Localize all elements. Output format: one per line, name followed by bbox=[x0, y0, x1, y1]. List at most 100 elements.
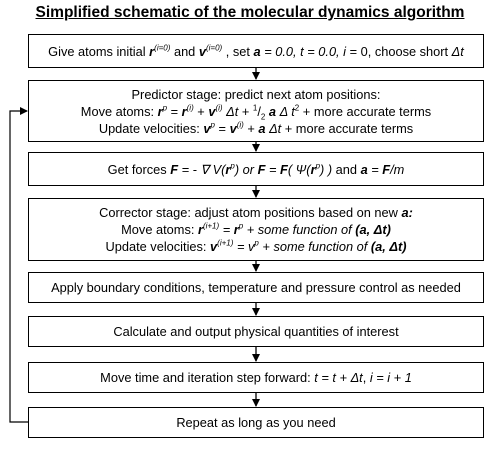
text-segment: = bbox=[265, 161, 281, 177]
text-segment: = bbox=[317, 370, 333, 385]
text-segment: (i+1) bbox=[202, 221, 220, 231]
text-segment: r bbox=[181, 103, 187, 119]
text-segment: /m bbox=[390, 161, 405, 177]
text-segment: , bbox=[362, 370, 370, 385]
text-segment: a: bbox=[401, 205, 413, 220]
text-segment: r bbox=[157, 103, 163, 119]
text-segment: (i) bbox=[236, 120, 244, 130]
text-segment: r bbox=[233, 222, 239, 237]
text-segment: p bbox=[315, 161, 321, 171]
text-segment: 2 bbox=[260, 112, 266, 122]
text-segment: , set bbox=[222, 43, 254, 59]
text-segment: a bbox=[253, 43, 261, 59]
text-segment: + Δt bbox=[335, 370, 363, 385]
text-segment: p bbox=[238, 221, 244, 231]
text-segment: F bbox=[382, 161, 391, 177]
text-segment: Give atoms initial bbox=[48, 43, 150, 59]
text-segment: v bbox=[203, 120, 211, 136]
text-segment: ) ) bbox=[320, 161, 333, 177]
step-line: Move atoms: rp = r(i) + v(i) Δt + 1/2 a … bbox=[80, 103, 432, 122]
text-segment: Update velocities: bbox=[105, 239, 211, 254]
text-segment: = bbox=[167, 103, 182, 119]
text-segment: = - ∇ V( bbox=[178, 161, 226, 177]
text-segment: r bbox=[225, 161, 231, 177]
step-line: Predictor stage: predict next atom posit… bbox=[132, 86, 381, 103]
text-segment: + 1 bbox=[390, 370, 412, 385]
text-segment: i bbox=[343, 43, 347, 59]
text-segment: (a, Δt) bbox=[355, 222, 391, 237]
text-segment: + more accurate terms bbox=[281, 120, 414, 136]
text-segment: v bbox=[198, 43, 206, 59]
text-segment: = bbox=[367, 161, 383, 177]
text-segment: v bbox=[248, 239, 255, 254]
text-segment: Move time and iteration step forward: bbox=[100, 370, 315, 385]
text-segment: i bbox=[387, 370, 391, 385]
text-segment: and bbox=[170, 43, 199, 59]
text-segment: t bbox=[300, 43, 304, 59]
step-line: Give atoms initial r(i=0) and v(i=0) , s… bbox=[48, 43, 464, 60]
step-line: Move atoms: r(i+1) = rp + some function … bbox=[121, 221, 391, 238]
text-segment: F bbox=[170, 161, 179, 177]
text-segment: r bbox=[149, 43, 155, 59]
text-segment: Get forces bbox=[107, 161, 171, 177]
text-segment: and bbox=[332, 161, 361, 177]
step-line: Update velocities: v(i+1) = vp + some fu… bbox=[105, 238, 406, 255]
text-segment: p bbox=[230, 161, 235, 171]
text-segment: r bbox=[197, 222, 203, 237]
text-segment: Corrector stage: adjust atom positions b… bbox=[99, 205, 402, 220]
text-segment: p bbox=[254, 238, 259, 248]
text-segment: Move atoms: bbox=[121, 222, 198, 237]
step-boundary-conditions: Apply boundary conditions, temperature a… bbox=[28, 272, 484, 303]
text-segment: 1 bbox=[252, 103, 258, 113]
text-segment: Δt bbox=[265, 120, 282, 136]
text-segment: Repeat as long as you need bbox=[176, 415, 336, 430]
text-segment: (i=0) bbox=[205, 43, 223, 53]
step-calculate-output: Calculate and output physical quantities… bbox=[28, 316, 484, 347]
text-segment: r bbox=[310, 161, 316, 177]
text-segment: p bbox=[162, 103, 168, 113]
step-line: Move time and iteration step forward: t … bbox=[100, 369, 412, 386]
text-segment: + bbox=[238, 103, 253, 119]
text-segment: a bbox=[258, 120, 266, 136]
text-segment: p bbox=[210, 120, 215, 130]
text-segment: = 0.0, bbox=[303, 43, 344, 59]
text-segment: F bbox=[257, 161, 266, 177]
text-segment: Δ t bbox=[276, 103, 295, 119]
step-line: Get forces F = - ∇ V(rp) or F = F( Ψ(rp)… bbox=[108, 161, 405, 178]
text-segment: v bbox=[210, 239, 218, 254]
text-segment: (a, Δt) bbox=[370, 239, 407, 254]
step-get-forces: Get forces F = - ∇ V(rp) or F = F( Ψ(rp)… bbox=[28, 152, 484, 186]
text-segment: Update velocities: bbox=[98, 120, 204, 136]
diagram-title: Simplified schematic of the molecular dy… bbox=[35, 4, 465, 21]
text-segment: = 0, choose short bbox=[346, 43, 452, 59]
text-segment: (i+1) bbox=[217, 238, 234, 248]
text-segment: / bbox=[257, 103, 261, 119]
text-segment: F bbox=[280, 161, 288, 177]
step-line: Calculate and output physical quantities… bbox=[113, 323, 398, 340]
text-segment: + bbox=[193, 103, 209, 119]
text-segment: a bbox=[360, 161, 368, 177]
text-segment: 2 bbox=[294, 103, 300, 113]
text-segment: (i) bbox=[215, 103, 223, 113]
text-segment: = bbox=[233, 239, 248, 254]
step-line: Update velocities: vp = v(i) + a Δt + mo… bbox=[99, 120, 413, 137]
text-segment: Δt bbox=[451, 43, 464, 59]
text-segment: (i) bbox=[186, 103, 194, 113]
text-segment: = 0.0, bbox=[260, 43, 301, 59]
text-segment: + more accurate terms bbox=[299, 103, 432, 119]
text-segment: Calculate and output physical quantities… bbox=[113, 324, 399, 339]
text-segment: = bbox=[214, 120, 230, 136]
text-segment: ) or bbox=[234, 161, 258, 177]
text-segment: i bbox=[369, 370, 373, 385]
text-segment: Δt bbox=[222, 103, 239, 119]
text-segment: = bbox=[219, 222, 234, 237]
step-corrector: Corrector stage: adjust atom positions b… bbox=[28, 198, 484, 261]
text-segment: v bbox=[208, 103, 216, 119]
text-segment: Move atoms: bbox=[80, 103, 158, 119]
text-segment: + bbox=[243, 120, 259, 136]
step-advance-time: Move time and iteration step forward: t … bbox=[28, 362, 484, 393]
text-segment: + some function of bbox=[258, 239, 371, 254]
text-segment: = bbox=[372, 370, 388, 385]
step-repeat: Repeat as long as you need bbox=[28, 407, 484, 438]
text-segment: t bbox=[314, 370, 318, 385]
